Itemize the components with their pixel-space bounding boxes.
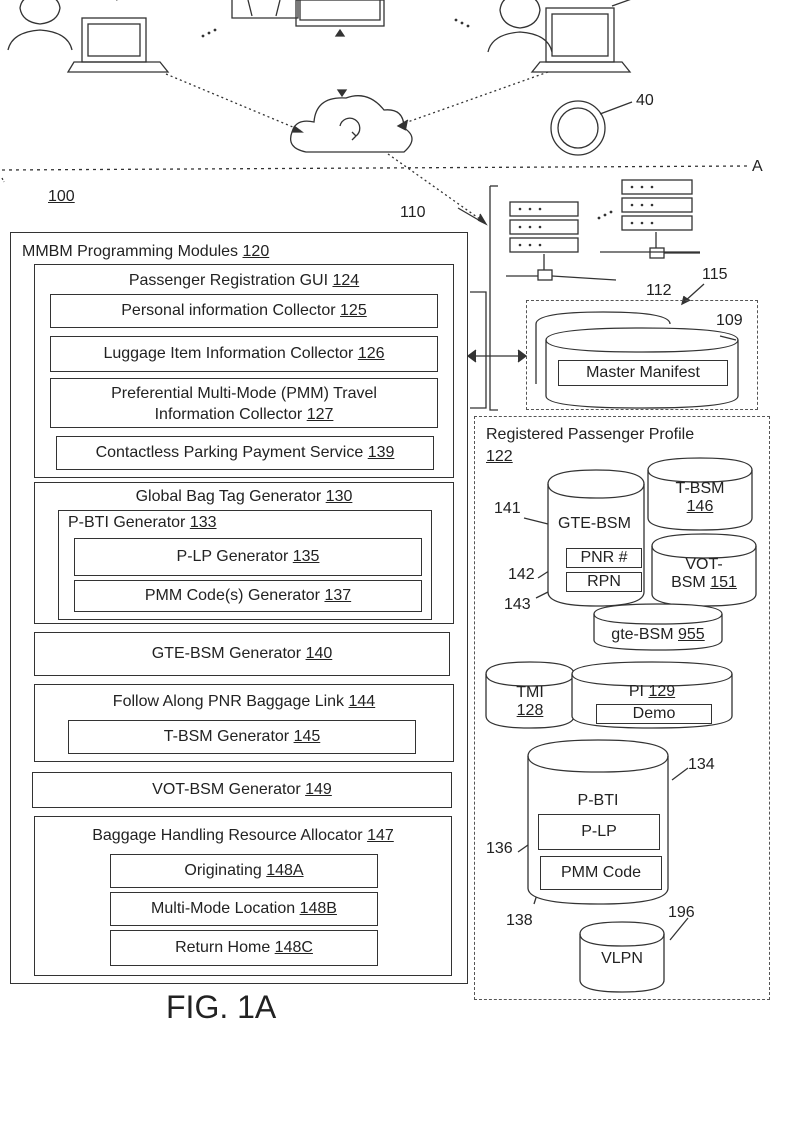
- vlpn-db-label: VLPN: [580, 950, 664, 968]
- ellipsis-dots: [202, 19, 654, 247]
- parking-payment-service: Contactless Parking Payment Service 139: [56, 436, 434, 470]
- pmm-code-field: PMM Code: [540, 856, 662, 890]
- person-middle-icon: [232, 0, 298, 18]
- t-bsm-generator: T-BSM Generator 145: [68, 720, 416, 754]
- rpn-ref: 143: [504, 596, 531, 614]
- token-icon: [551, 101, 632, 155]
- personal-info-collector: Personal information Collector 125: [50, 294, 438, 328]
- db-group-ref: 115: [702, 266, 728, 284]
- originating-allocator: Originating 148A: [110, 854, 378, 888]
- laptop-right-icon: [532, 8, 630, 72]
- multi-mode-allocator: Multi-Mode Location 148B: [110, 892, 378, 926]
- profile-ref: 122: [486, 448, 513, 466]
- vlpn-ref: 196: [668, 904, 695, 922]
- plp-generator: P-LP Generator 135: [74, 538, 422, 576]
- demo-field: Demo: [596, 704, 712, 724]
- pi-db-label: PI 129: [572, 683, 732, 701]
- cloud-icon: [291, 90, 412, 152]
- registration-title: Passenger Registration GUI 124: [34, 272, 454, 290]
- luggage-info-collector: Luggage Item Information Collector 126: [50, 336, 438, 372]
- plp-field: P-LP: [538, 814, 660, 850]
- figure-caption: FIG. 1A: [166, 990, 276, 1024]
- handling-title: Baggage Handling Resource Allocator 147: [34, 827, 452, 845]
- server-link-ref: 112: [646, 282, 672, 300]
- network-ref: 110: [400, 204, 426, 222]
- tmi-db-label: TMI128: [486, 684, 574, 720]
- gte-bsm-ref: 141: [494, 500, 521, 518]
- t-bsm-db-label: T-BSM146: [648, 480, 752, 516]
- master-manifest-group: [526, 300, 758, 410]
- person-right-icon: [488, 0, 552, 52]
- server-right-icon: [622, 180, 692, 258]
- modules-title: MMBM Programming Modules 120: [22, 243, 269, 261]
- gte-bsm-small-label: gte-BSM 955: [594, 626, 722, 644]
- return-home-allocator: Return Home 148C: [110, 930, 378, 966]
- vot-bsm-db-label: VOT-BSM 151: [652, 556, 756, 592]
- pmm-code-generator: PMM Code(s) Generator 137: [74, 580, 422, 612]
- system-ref: 100: [48, 188, 75, 206]
- follow-along-title: Follow Along PNR Baggage Link 144: [34, 693, 454, 711]
- master-manifest-label: Master Manifest: [558, 360, 728, 386]
- bag-tag-title: Global Bag Tag Generator 130: [34, 488, 454, 506]
- token-ref: 40: [636, 92, 654, 110]
- profile-title: Registered Passenger Profile: [486, 426, 694, 444]
- pbti-db-label: P-BTI: [528, 792, 668, 810]
- pmm-travel-collector: Preferential Multi-Mode (PMM) TravelInfo…: [50, 378, 438, 428]
- pbti-generator-title: P-BTI Generator 133: [68, 514, 217, 532]
- vot-bsm-generator: VOT-BSM Generator 149: [32, 772, 452, 808]
- pbti-ref: 134: [688, 756, 715, 774]
- monitor-middle-icon: [296, 0, 384, 36]
- gte-bsm-db-label: GTE-BSM: [558, 515, 631, 533]
- pmm-ref: 138: [506, 912, 533, 930]
- plp-ref: 136: [486, 840, 513, 858]
- laptop-left-icon: [68, 18, 168, 72]
- pnr-ref: 142: [508, 566, 535, 584]
- server-left-icon: [510, 202, 578, 280]
- pnr-field: PNR #: [566, 548, 642, 568]
- gte-bsm-generator: GTE-BSM Generator 140: [34, 632, 450, 676]
- line-a-label: A: [752, 158, 763, 176]
- rpn-field: RPN: [566, 572, 642, 592]
- person-left-icon: [8, 0, 72, 50]
